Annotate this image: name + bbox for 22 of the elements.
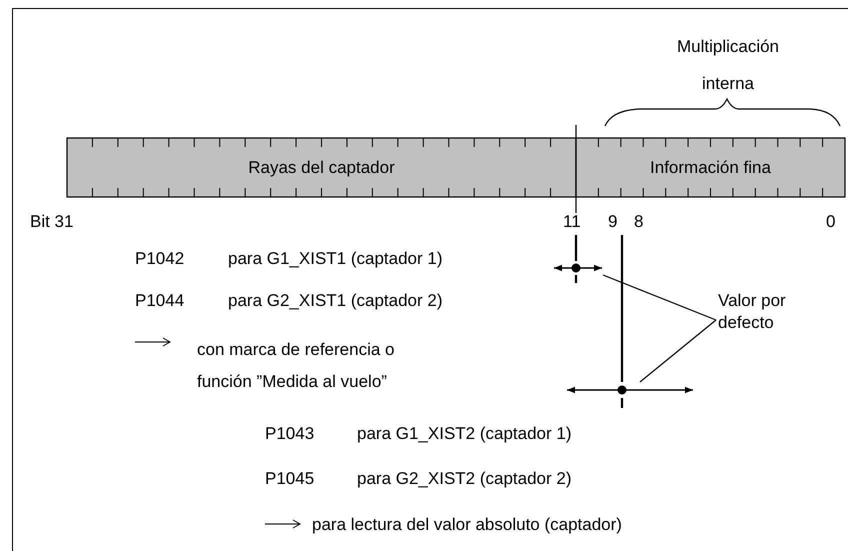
bit-number: 8 [634, 212, 644, 232]
parameter-name: P1045 [265, 469, 314, 489]
note-text: con marca de referencia o función ”Medida al vuelo” [197, 339, 396, 393]
bit-number: 11 [563, 212, 581, 232]
parameter-description: para G2_XIST2 (captador 2) [357, 469, 572, 489]
bit-number: 9 [608, 212, 618, 232]
parameter-name: P1042 [135, 249, 184, 269]
leader-line [602, 274, 716, 321]
group-heading: Multiplicación interna [676, 36, 780, 95]
parameter-description: para G2_XIST1 (captador 2) [228, 291, 443, 311]
bit-field: Rayas del captador [67, 138, 576, 197]
bit-number: Bit 31 [30, 212, 74, 232]
bit-number: 0 [826, 212, 836, 232]
callout-text: Valor por defecto [718, 290, 810, 334]
parameter-description: para G1_XIST2 (captador 1) [357, 424, 572, 444]
bit-field: Información fina [576, 138, 845, 197]
note-text: para lectura del valor absoluto (captador) [312, 515, 622, 535]
parameter-description: para G1_XIST1 (captador 1) [228, 249, 443, 269]
position-marker [553, 261, 603, 275]
parameter-name: P1044 [135, 291, 184, 311]
parameter-name: P1043 [265, 424, 314, 444]
leader-line [640, 320, 716, 382]
